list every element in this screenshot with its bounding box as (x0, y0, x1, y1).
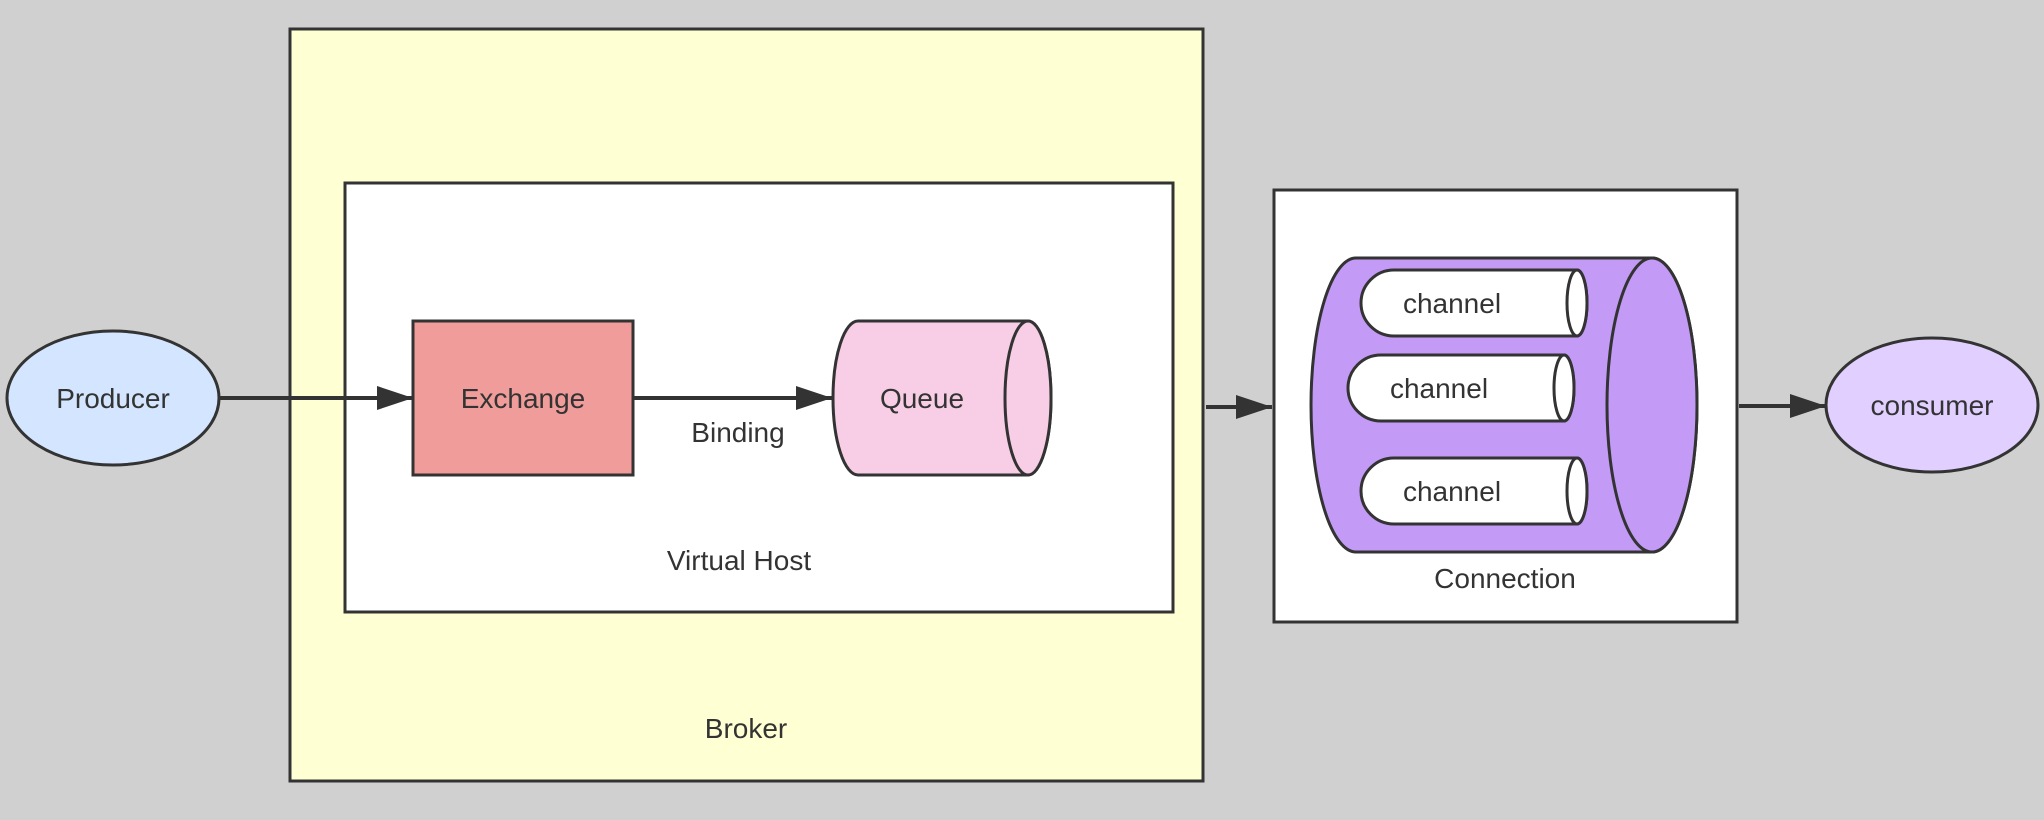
exchange-node: Exchange (411, 319, 635, 477)
channel-3-label: channel (1403, 476, 1501, 507)
queue-label: Queue (880, 383, 964, 414)
channel-1: channel (1359, 268, 1589, 338)
channel-1-label: channel (1403, 288, 1501, 319)
producer-node: Producer (5, 329, 221, 467)
exchange-label: Exchange (461, 383, 586, 414)
consumer-node: consumer (1824, 336, 2040, 474)
producer-label: Producer (56, 383, 170, 414)
virtual-host-label: Virtual Host (667, 545, 811, 576)
channel-2-label: channel (1390, 373, 1488, 404)
channel-2: channel (1346, 353, 1576, 423)
consumer-label: consumer (1871, 390, 1994, 421)
queue-node: Queue (831, 319, 1053, 477)
channel-3: channel (1359, 456, 1589, 526)
binding-label: Binding (691, 417, 784, 448)
broker-label: Broker (705, 713, 787, 744)
connection-label: Connection (1434, 563, 1576, 594)
